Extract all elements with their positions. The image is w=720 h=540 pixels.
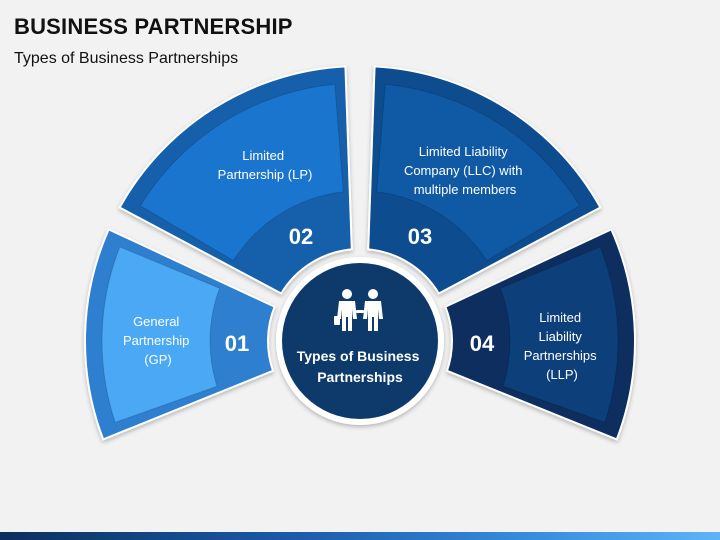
segment-04[interactable]: 04 Limited Liability Partnerships (LLP) [444,227,636,441]
segment-01-number: 01 [225,331,249,356]
segment-03-label-line1: Limited Liability [419,144,508,159]
segment-01-inner [101,246,221,424]
center-circle [282,263,438,419]
center-label: Types of Business Partnerships [297,348,424,385]
center-label-line2: Partnerships [317,369,403,385]
segment-03-inner [376,83,581,262]
segment-04-label-line2: Liability [539,329,583,344]
segment-03-number: 03 [408,224,432,249]
segment-04-label-line1: Limited [539,310,581,325]
segment-04-label: Limited Liability Partnerships (LLP) [524,310,601,382]
segment-03-label-line2: Company (LLC) with [404,163,523,178]
segment-02-label-line1: Limited [242,148,284,163]
segment-02[interactable]: 02 Limited Partnership (LP) [118,65,353,295]
segment-04-label-line3: Partnerships [524,348,597,363]
page-title: BUSINESS PARTNERSHIP [14,14,293,39]
segment-02-label: Limited Partnership (LP) [218,148,313,182]
segment-04-label-line4: (LLP) [546,367,578,382]
page-subtitle: Types of Business Partnerships [14,50,239,67]
segment-01[interactable]: 01 General Partnership (GP) [84,227,276,441]
bottom-accent-bar [0,532,720,540]
segment-04-inner [499,246,619,424]
segment-03[interactable]: 03 Limited Liability Company (LLC) with … [367,65,602,295]
segment-01-label-line3: (GP) [144,352,171,367]
center-label-line1: Types of Business [297,348,420,364]
segment-01-label-line2: Partnership [123,333,189,348]
center-hub: Types of Business Partnerships [276,257,444,425]
segment-03-label: Limited Liability Company (LLC) with mul… [404,144,526,197]
segment-03-label-line3: multiple members [414,182,517,197]
segment-02-number: 02 [289,224,313,249]
segment-01-label-line1: General [133,314,179,329]
business-handshake-icon [334,289,383,331]
segment-04-number: 04 [470,331,495,356]
segment-02-inner [139,83,344,262]
segment-01-label: General Partnership (GP) [123,314,193,367]
segment-02-label-line2: Partnership (LP) [218,167,313,182]
